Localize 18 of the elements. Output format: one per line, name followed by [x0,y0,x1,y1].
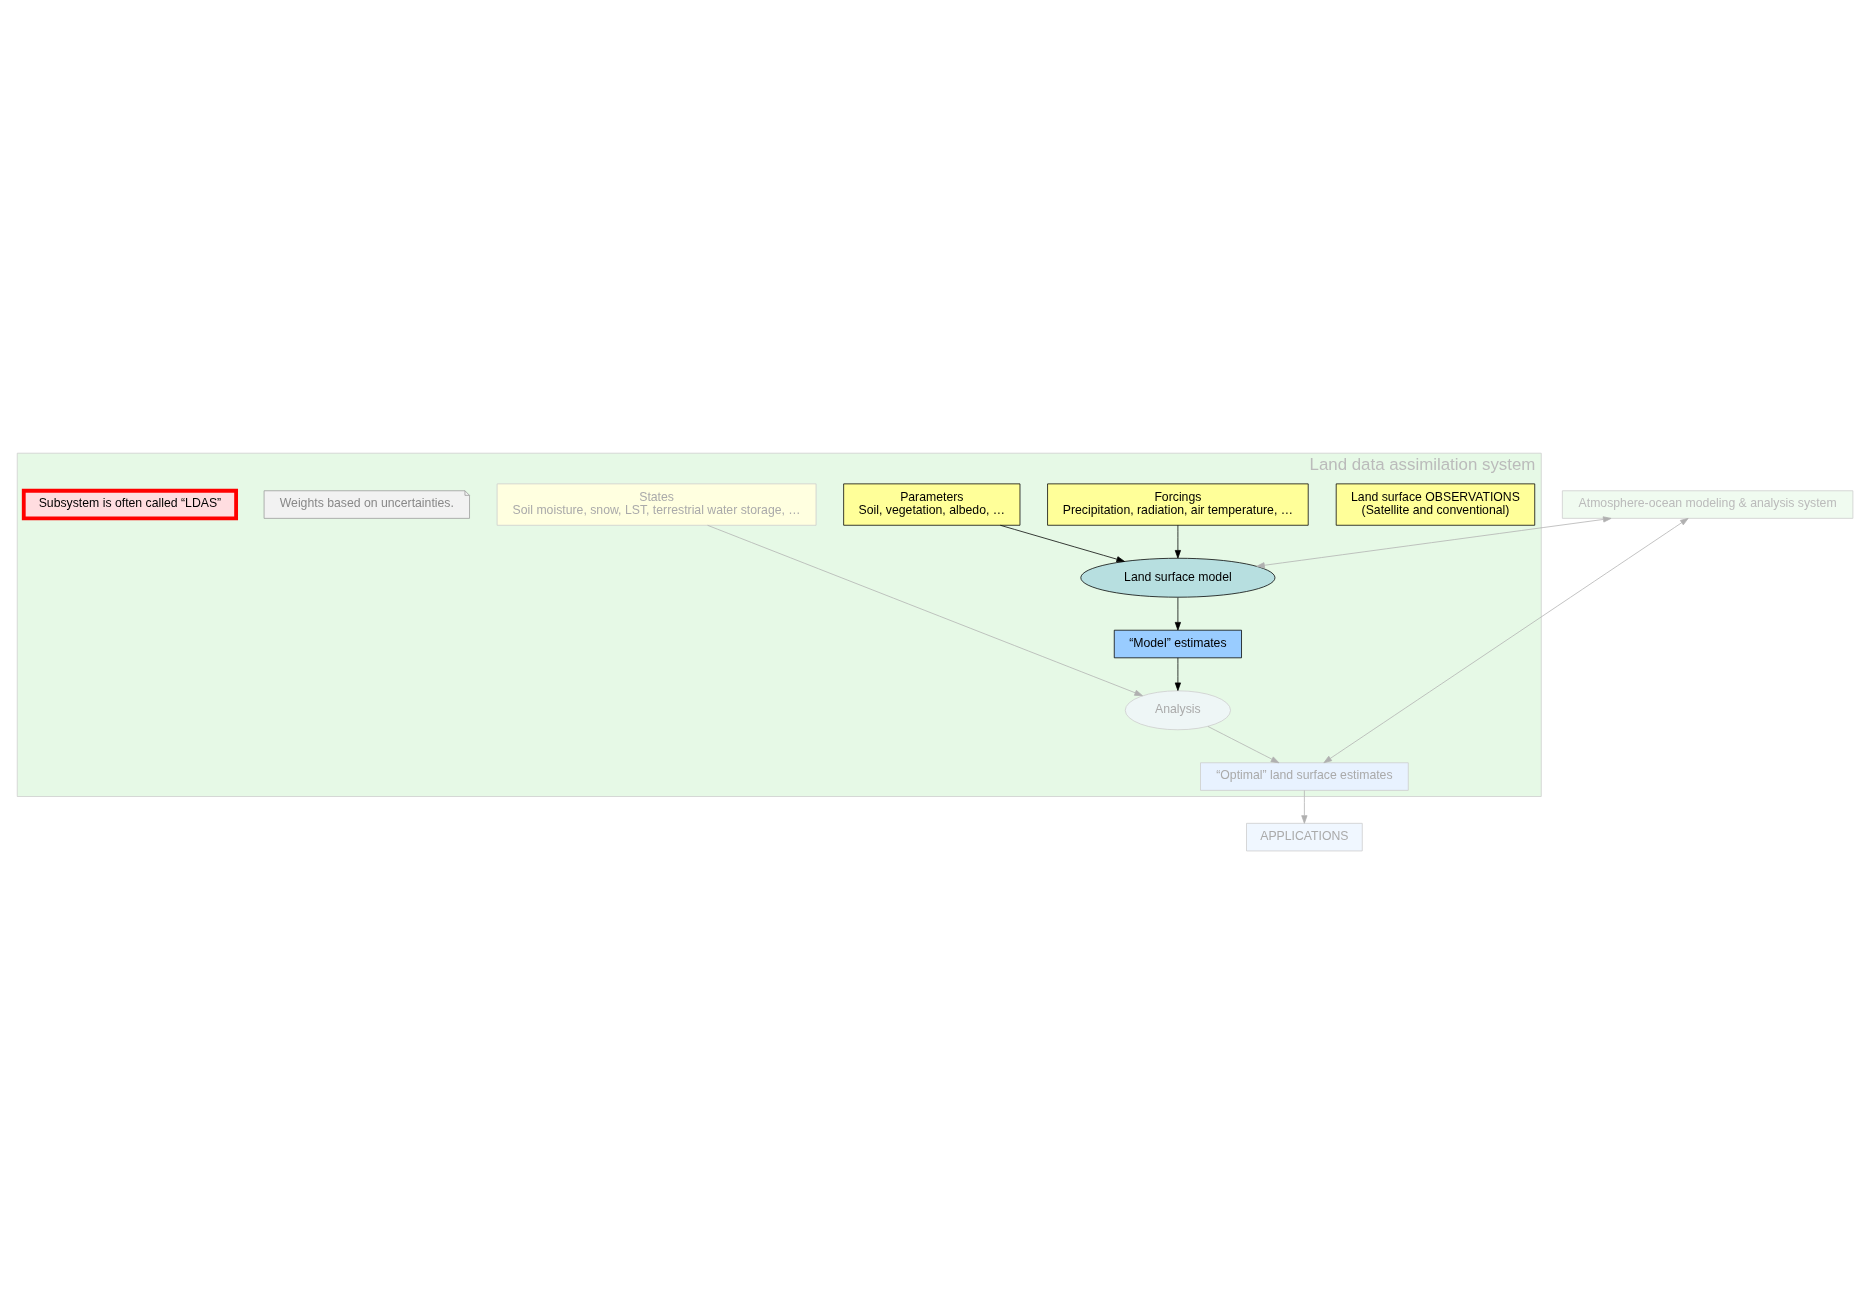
arrow [1207,725,1280,763]
node-box: Parameters Soil, vegetation, albedo, … [843,482,1021,526]
arrow [1301,789,1308,824]
node-box: Subsystem is often called “LDAS” [21,488,239,520]
node-box: Land surface OBSERVATIONS (Satellite and conventional) [1335,482,1536,526]
node-box: APPLICATIONS [1246,822,1363,851]
node-box: “Model” estimates [1113,629,1242,658]
arrow [1174,596,1181,630]
arrow [1256,515,1612,568]
node-box: “Optimal” land surface estimates [1200,761,1409,791]
arrow [1323,517,1689,763]
node-box: States Soil moisture, snow, LST, terrestrial water storage, … [496,482,817,526]
node-box: Atmosphere-ocean modeling & analysis system [1561,489,1854,519]
arrow [1174,524,1181,558]
arrow [1174,657,1181,691]
arrow [707,524,1143,696]
node-box: Forcings Precipitation, radiation, air temperature, … [1047,482,1309,526]
arrow [999,524,1125,562]
